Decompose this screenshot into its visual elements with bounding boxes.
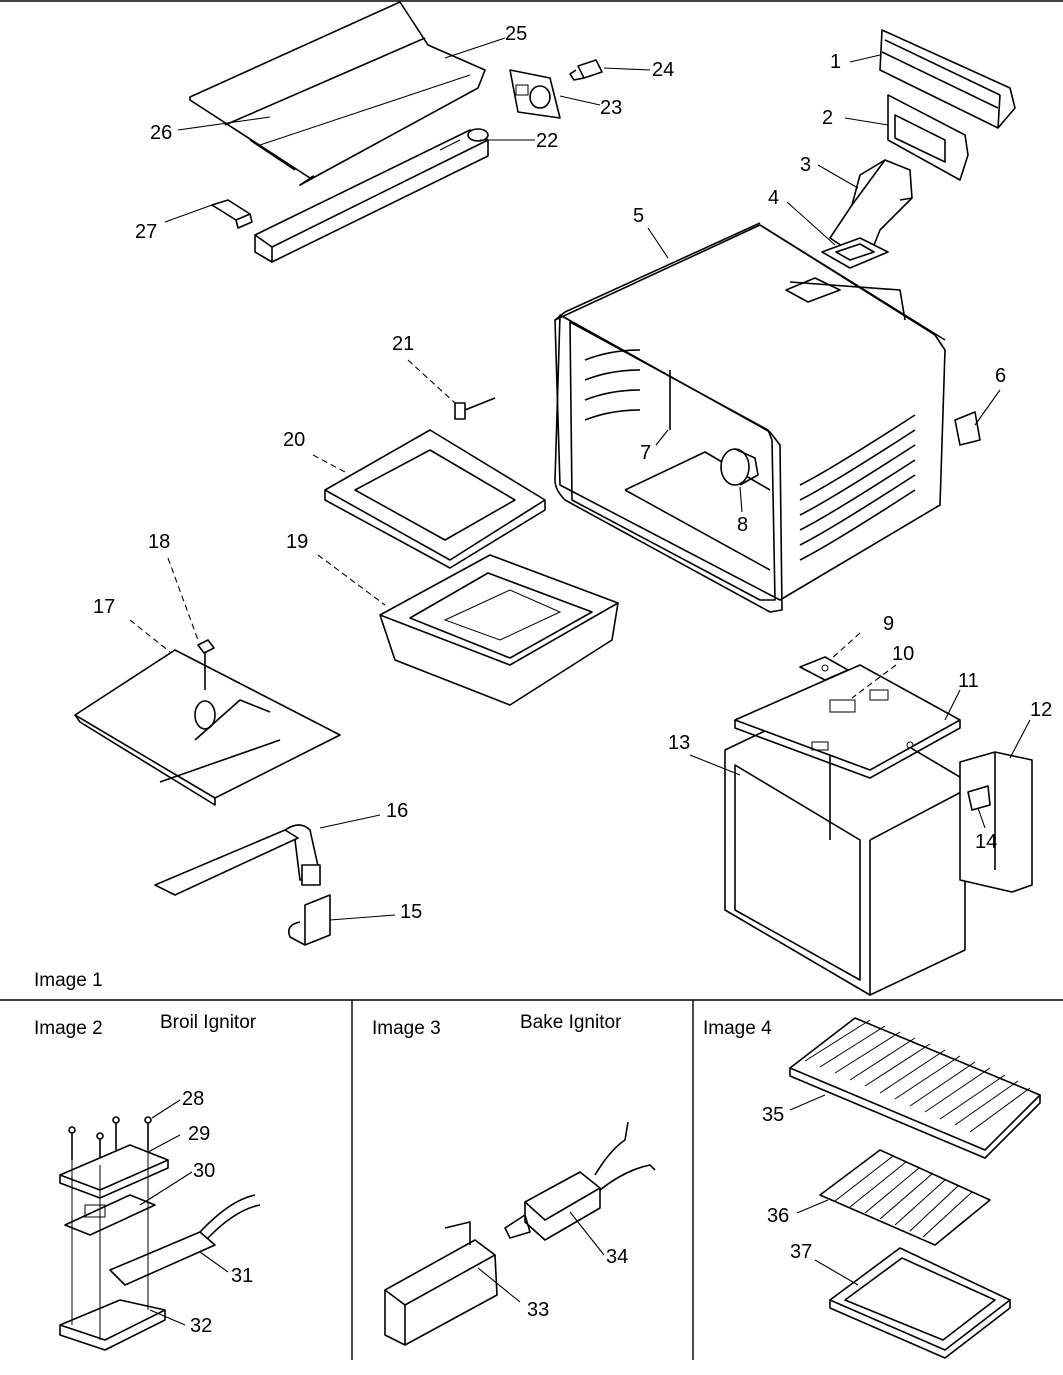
part-1-vent-trim bbox=[879, 29, 1016, 129]
callout-26: 26 bbox=[150, 122, 172, 144]
image3-label: Image 3 bbox=[372, 1018, 441, 1039]
callout-10: 10 bbox=[892, 643, 914, 665]
part-22-broil-burner bbox=[254, 128, 489, 263]
part-2-vent-bracket bbox=[887, 94, 969, 181]
part-33-ignitor-holder bbox=[384, 1221, 498, 1346]
callout-2: 2 bbox=[822, 107, 833, 129]
callout-34: 34 bbox=[606, 1246, 628, 1268]
callout-24: 24 bbox=[652, 59, 674, 81]
callout-numbers: 1 2 3 4 5 6 7 8 9 10 11 12 13 14 15 16 1… bbox=[93, 23, 1052, 1337]
callout-19: 19 bbox=[286, 531, 308, 553]
callout-17: 17 bbox=[93, 596, 115, 618]
part-31-broil-ignitor bbox=[109, 1194, 261, 1286]
callout-28: 28 bbox=[182, 1088, 204, 1110]
callout-33: 33 bbox=[527, 1299, 549, 1321]
callout-12: 12 bbox=[1030, 699, 1052, 721]
part-12-junction-box bbox=[959, 751, 1033, 893]
callout-32: 32 bbox=[190, 1315, 212, 1337]
part-13-oven-liner bbox=[724, 699, 966, 996]
callout-1: 1 bbox=[830, 51, 841, 73]
part-25-broil-shield bbox=[189, 1, 486, 186]
part-3-vent-duct bbox=[829, 159, 913, 256]
leader-lines bbox=[129, 37, 1031, 1326]
part-18-screw bbox=[197, 639, 215, 690]
image3-title: Bake Ignitor bbox=[520, 1012, 622, 1033]
callout-22: 22 bbox=[536, 130, 558, 152]
callout-3: 3 bbox=[800, 154, 811, 176]
part-27-bracket bbox=[211, 199, 253, 229]
callout-30: 30 bbox=[193, 1160, 215, 1182]
callout-23: 23 bbox=[600, 97, 622, 119]
callout-29: 29 bbox=[188, 1123, 210, 1145]
part-17-baffle bbox=[74, 649, 341, 806]
callout-21: 21 bbox=[392, 333, 414, 355]
callout-13: 13 bbox=[668, 732, 690, 754]
part-21-sensor bbox=[454, 397, 496, 420]
callout-6: 6 bbox=[995, 365, 1006, 387]
part-37-broil-pan bbox=[829, 1247, 1011, 1359]
callout-7: 7 bbox=[640, 442, 651, 464]
part-32-ignitor-mount bbox=[59, 1299, 166, 1351]
callout-14: 14 bbox=[975, 831, 997, 853]
part-24-orifice bbox=[569, 59, 603, 81]
part-35-oven-rack bbox=[789, 1017, 1041, 1159]
part-6-clip bbox=[954, 411, 981, 446]
image2-title: Broil Ignitor bbox=[160, 1012, 257, 1033]
part-4-vent-gasket bbox=[821, 237, 889, 269]
callout-18: 18 bbox=[148, 531, 170, 553]
part-29-ignitor-cover bbox=[59, 1144, 169, 1199]
part-14-clip bbox=[967, 785, 991, 811]
callout-15: 15 bbox=[400, 901, 422, 923]
callout-37: 37 bbox=[790, 1241, 812, 1263]
part-9-plate bbox=[799, 656, 849, 681]
panel-labels: Image 1 Image 2 Broil Ignitor Image 3 Ba… bbox=[34, 970, 772, 1039]
part-23-orifice-plate bbox=[509, 69, 561, 119]
callout-20: 20 bbox=[283, 429, 305, 451]
callout-25: 25 bbox=[505, 23, 527, 45]
callout-9: 9 bbox=[883, 613, 894, 635]
image2-label: Image 2 bbox=[34, 1018, 103, 1039]
image4-label: Image 4 bbox=[703, 1018, 772, 1039]
callout-31: 31 bbox=[231, 1265, 253, 1287]
callout-11: 11 bbox=[958, 670, 979, 692]
part-5-oven-cavity bbox=[554, 222, 946, 613]
image1-label: Image 1 bbox=[34, 970, 103, 991]
callout-27: 27 bbox=[135, 221, 157, 243]
part-20-oven-bottom-frame bbox=[324, 429, 546, 569]
callout-8: 8 bbox=[737, 514, 748, 536]
ignitor-guide-lines bbox=[71, 1150, 149, 1340]
part-15-bracket bbox=[287, 894, 331, 946]
callout-36: 36 bbox=[767, 1205, 789, 1227]
part-16-bake-burner bbox=[154, 824, 321, 896]
part-30-ignitor-bracket bbox=[64, 1194, 156, 1236]
callout-4: 4 bbox=[768, 187, 779, 209]
part-19-burner-box bbox=[379, 554, 619, 706]
part-11-top-plate bbox=[734, 664, 961, 779]
part-36-broil-pan-insert bbox=[819, 1149, 991, 1246]
callout-35: 35 bbox=[762, 1104, 784, 1126]
part-34-bake-ignitor bbox=[504, 1121, 656, 1241]
callout-16: 16 bbox=[386, 800, 408, 822]
callout-5: 5 bbox=[633, 205, 644, 227]
